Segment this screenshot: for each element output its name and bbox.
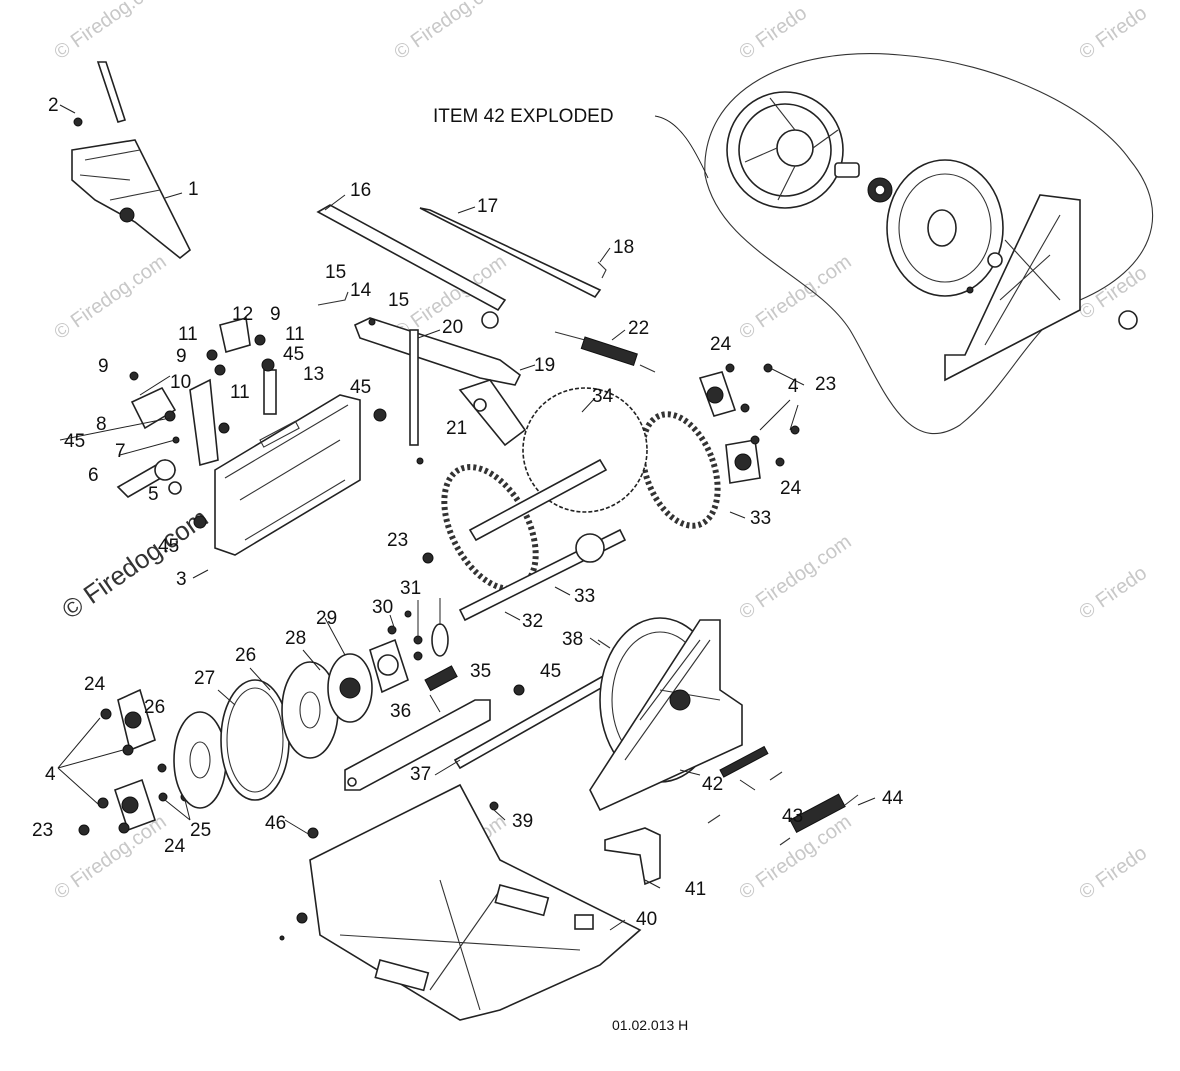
callout-7: 7 <box>115 441 126 462</box>
watermark: © Firedo <box>1075 562 1151 624</box>
callout-10: 10 <box>170 372 191 393</box>
callout-21: 21 <box>446 418 467 439</box>
linkage-6-13 <box>116 291 376 498</box>
watermark: © Firedog.com <box>50 811 170 904</box>
callout-11: 11 <box>178 324 198 345</box>
watermark-main: © Firedog.com <box>56 502 213 625</box>
watermark: © Firedo <box>1075 842 1151 904</box>
watermark: © Firedog.com <box>50 0 170 64</box>
callout-45: 45 <box>540 661 561 682</box>
callout-44: 44 <box>882 788 904 809</box>
bracket-19-20 <box>353 317 527 447</box>
callout-1: 1 <box>188 179 199 200</box>
callout-25: 25 <box>190 820 211 841</box>
callout-11: 11 <box>285 324 305 345</box>
leader-lines <box>57 104 876 931</box>
callout-37: 37 <box>410 764 431 785</box>
watermark: © Firedo <box>1075 2 1151 64</box>
callout-9: 9 <box>176 346 187 367</box>
watermark: © Firedog.com <box>735 251 855 344</box>
watermark: © Firedo <box>1075 262 1151 324</box>
callout-38: 38 <box>562 629 583 650</box>
callout-8: 8 <box>96 414 107 435</box>
callout-9: 9 <box>270 304 281 325</box>
callout-45: 45 <box>283 344 304 365</box>
callout-9: 9 <box>98 356 109 377</box>
callout-34: 34 <box>592 386 614 407</box>
callout-23: 23 <box>32 820 53 841</box>
callout-26: 26 <box>235 645 256 666</box>
callout-11: 11 <box>230 382 250 403</box>
callout-14: 14 <box>350 280 372 301</box>
arm-and-shaft <box>307 639 612 839</box>
callout-33: 33 <box>750 508 771 529</box>
callout-20: 20 <box>442 317 463 338</box>
callout-46: 46 <box>265 813 286 834</box>
callout-17: 17 <box>477 196 498 217</box>
watermark: © Firedo <box>735 2 811 64</box>
watermark: © Firedog.com <box>735 531 855 624</box>
callout-23: 23 <box>815 374 836 395</box>
callout-27: 27 <box>194 668 215 689</box>
callout-35: 35 <box>470 661 491 682</box>
drum-housing-42 <box>589 617 743 812</box>
callout-33: 33 <box>574 586 595 607</box>
callout-30: 30 <box>372 597 393 618</box>
callout-13: 13 <box>303 364 324 385</box>
callout-16: 16 <box>350 180 371 201</box>
callout-4: 4 <box>788 376 799 397</box>
callout-45: 45 <box>64 431 85 452</box>
callout-42: 42 <box>702 774 723 795</box>
callout-23: 23 <box>387 530 408 551</box>
callout-24: 24 <box>780 478 802 499</box>
callout-28: 28 <box>285 628 306 649</box>
callout-43: 43 <box>782 806 803 827</box>
springs <box>416 331 859 846</box>
main-plate-3 <box>193 394 387 556</box>
callout-22: 22 <box>628 318 649 339</box>
callout-24: 24 <box>164 836 186 857</box>
exploded-note: ITEM 42 EXPLODED <box>433 106 614 127</box>
callout-31: 31 <box>400 578 421 599</box>
chains-sprocket <box>441 387 721 622</box>
callout-15: 15 <box>325 262 346 283</box>
callout-6: 6 <box>88 465 99 486</box>
control-lever-assembly <box>71 61 192 260</box>
callout-26: 26 <box>144 697 165 718</box>
callout-36: 36 <box>390 701 411 722</box>
callout-24: 24 <box>710 334 732 355</box>
exploded-view: ITEM 42 EXPLODED <box>433 53 1154 434</box>
callout-19: 19 <box>534 355 555 376</box>
pan-40 <box>279 783 642 1021</box>
callout-45: 45 <box>158 536 179 557</box>
callout-15: 15 <box>388 290 409 311</box>
callout-12: 12 <box>232 304 253 325</box>
callout-32: 32 <box>522 611 543 632</box>
callout-41: 41 <box>685 879 706 900</box>
watermark: © Firedog.com <box>390 0 510 64</box>
callout-labels: 1 2 3 4 4 5 6 7 8 9 9 9 10 11 11 11 12 1… <box>32 95 904 930</box>
callout-18: 18 <box>613 237 634 258</box>
callout-29: 29 <box>316 608 337 629</box>
callout-45: 45 <box>350 377 371 398</box>
callout-5: 5 <box>148 484 159 505</box>
callout-40: 40 <box>636 909 657 930</box>
pulleys <box>173 610 449 809</box>
watermark: © Firedog.com <box>50 251 170 344</box>
bracket-41 <box>604 827 661 886</box>
callout-39: 39 <box>512 811 533 832</box>
figure-id: 01.02.013 H <box>612 1017 688 1033</box>
callout-3: 3 <box>176 569 187 590</box>
callout-24: 24 <box>84 674 106 695</box>
rods-16-17 <box>316 204 607 329</box>
callout-4: 4 <box>45 764 56 785</box>
callout-2: 2 <box>48 95 59 116</box>
